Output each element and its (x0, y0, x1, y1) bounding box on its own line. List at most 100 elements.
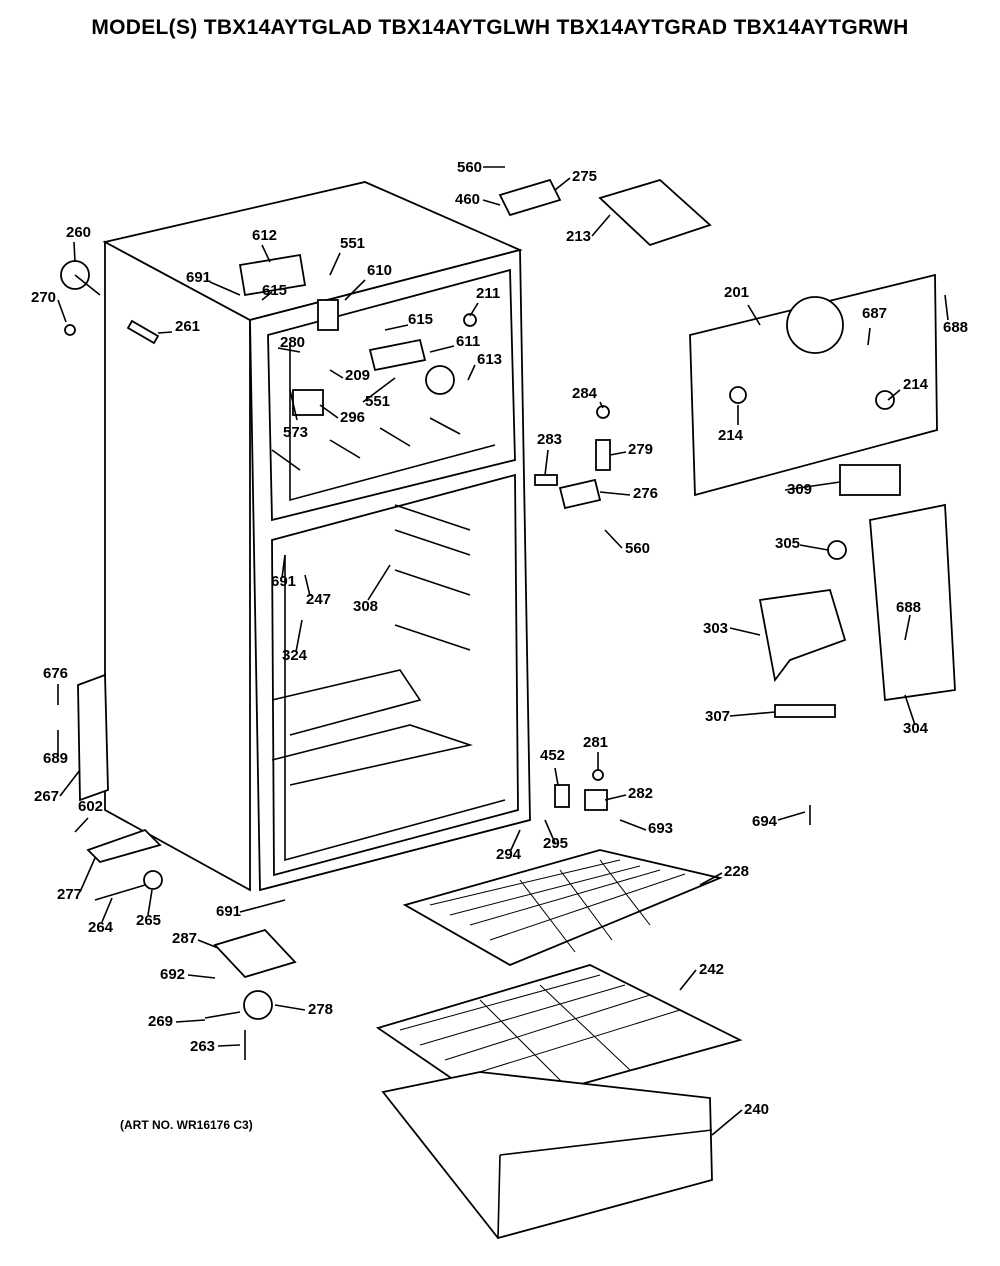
part-label: 213 (566, 228, 591, 245)
part-label: 277 (57, 886, 82, 903)
part-label: 279 (628, 441, 653, 458)
leader-line (554, 767, 559, 786)
part-label: 275 (572, 168, 597, 185)
part-label: 612 (252, 227, 277, 244)
part-label: 560 (457, 159, 482, 176)
leader-line (699, 872, 723, 886)
leader-line (729, 711, 776, 717)
part-label: 304 (903, 720, 929, 737)
part-label: 688 (896, 599, 921, 616)
art-number: (ART NO. WR16176 C3) (120, 1118, 253, 1132)
part-label: 691 (186, 269, 211, 286)
part-label: 692 (160, 966, 185, 983)
part-label: 278 (308, 1001, 333, 1018)
leader-line (261, 244, 271, 263)
part-label: 602 (78, 798, 103, 815)
part-label: 265 (136, 912, 161, 929)
part-label: 270 (31, 289, 56, 306)
leader-line (79, 857, 96, 893)
leader-line (362, 377, 396, 403)
leader-line (729, 627, 761, 636)
leader-line (509, 829, 521, 853)
leader-line (59, 769, 81, 797)
part-shapes (60, 178, 956, 1060)
part-label: 209 (345, 367, 370, 384)
part-label: 460 (455, 191, 480, 208)
leader-line (274, 1004, 306, 1011)
part-label: 214 (903, 376, 929, 393)
part-label: 613 (477, 351, 502, 368)
leader-line (904, 614, 911, 641)
part-label: 228 (724, 863, 749, 880)
part-label: 324 (282, 647, 308, 664)
part-label: 242 (699, 961, 724, 978)
leader-line (599, 491, 631, 496)
leader-line (289, 389, 298, 421)
leader-line (544, 449, 549, 476)
leader-line (187, 974, 216, 979)
leader-line (429, 345, 455, 353)
leader-line (784, 481, 841, 491)
part-label: 247 (306, 591, 331, 608)
leader-line (604, 794, 627, 801)
leader-line (147, 889, 153, 916)
part-label: 240 (744, 1101, 769, 1118)
page-title: MODEL(S) TBX14AYTGLAD TBX14AYTGLWH TBX14… (91, 16, 909, 39)
part-label: 611 (456, 333, 480, 350)
leader-line (304, 574, 311, 597)
part-label: 287 (172, 930, 197, 947)
part-label: 676 (43, 665, 68, 682)
part-label: 688 (943, 319, 968, 336)
leader-line (554, 177, 571, 191)
crisper-drawer-240 (381, 1071, 713, 1240)
leader-line (175, 1019, 206, 1023)
leader-line (57, 299, 67, 323)
leader-line (344, 279, 366, 301)
leader-line (319, 404, 339, 419)
leader-line (209, 281, 241, 296)
part-label: 264 (88, 919, 114, 936)
part-label: 303 (703, 620, 728, 637)
part-label: 296 (340, 409, 365, 426)
part-label: 615 (262, 282, 287, 299)
leader-line (747, 304, 761, 326)
part-label: 691 (271, 573, 296, 590)
part-label: 280 (280, 334, 305, 351)
part-label: 307 (705, 708, 730, 725)
part-label: 263 (190, 1038, 215, 1055)
leader-line (777, 811, 806, 821)
leader-line (599, 401, 604, 409)
part-label: 615 (408, 311, 433, 328)
leader-line (467, 364, 476, 381)
shelf-228 (402, 849, 723, 967)
part-label: 283 (537, 431, 562, 448)
part-label: 267 (34, 788, 59, 805)
part-label: 308 (353, 598, 378, 615)
part-label: 689 (43, 750, 68, 767)
leader-line (482, 199, 501, 206)
leader-line (367, 564, 391, 601)
leader-line (944, 294, 949, 321)
part-label: 269 (148, 1013, 173, 1030)
part-label: 560 (625, 540, 650, 557)
leader-line (867, 327, 871, 346)
cabinet-body (102, 181, 531, 892)
part-label: 309 (787, 481, 812, 498)
leader-line (904, 694, 916, 726)
part-label: 295 (543, 835, 568, 852)
leader-line (544, 819, 556, 844)
leader-line (384, 324, 409, 331)
leader-line (711, 1109, 743, 1136)
leader-line (887, 389, 901, 401)
leader-line (197, 939, 219, 949)
leader-line (469, 302, 479, 317)
part-label: 693 (648, 820, 673, 837)
leader-line (329, 369, 344, 379)
leader-line (277, 347, 301, 353)
leader-line (73, 241, 76, 263)
part-label: 201 (724, 284, 749, 301)
leader-line (619, 819, 647, 831)
